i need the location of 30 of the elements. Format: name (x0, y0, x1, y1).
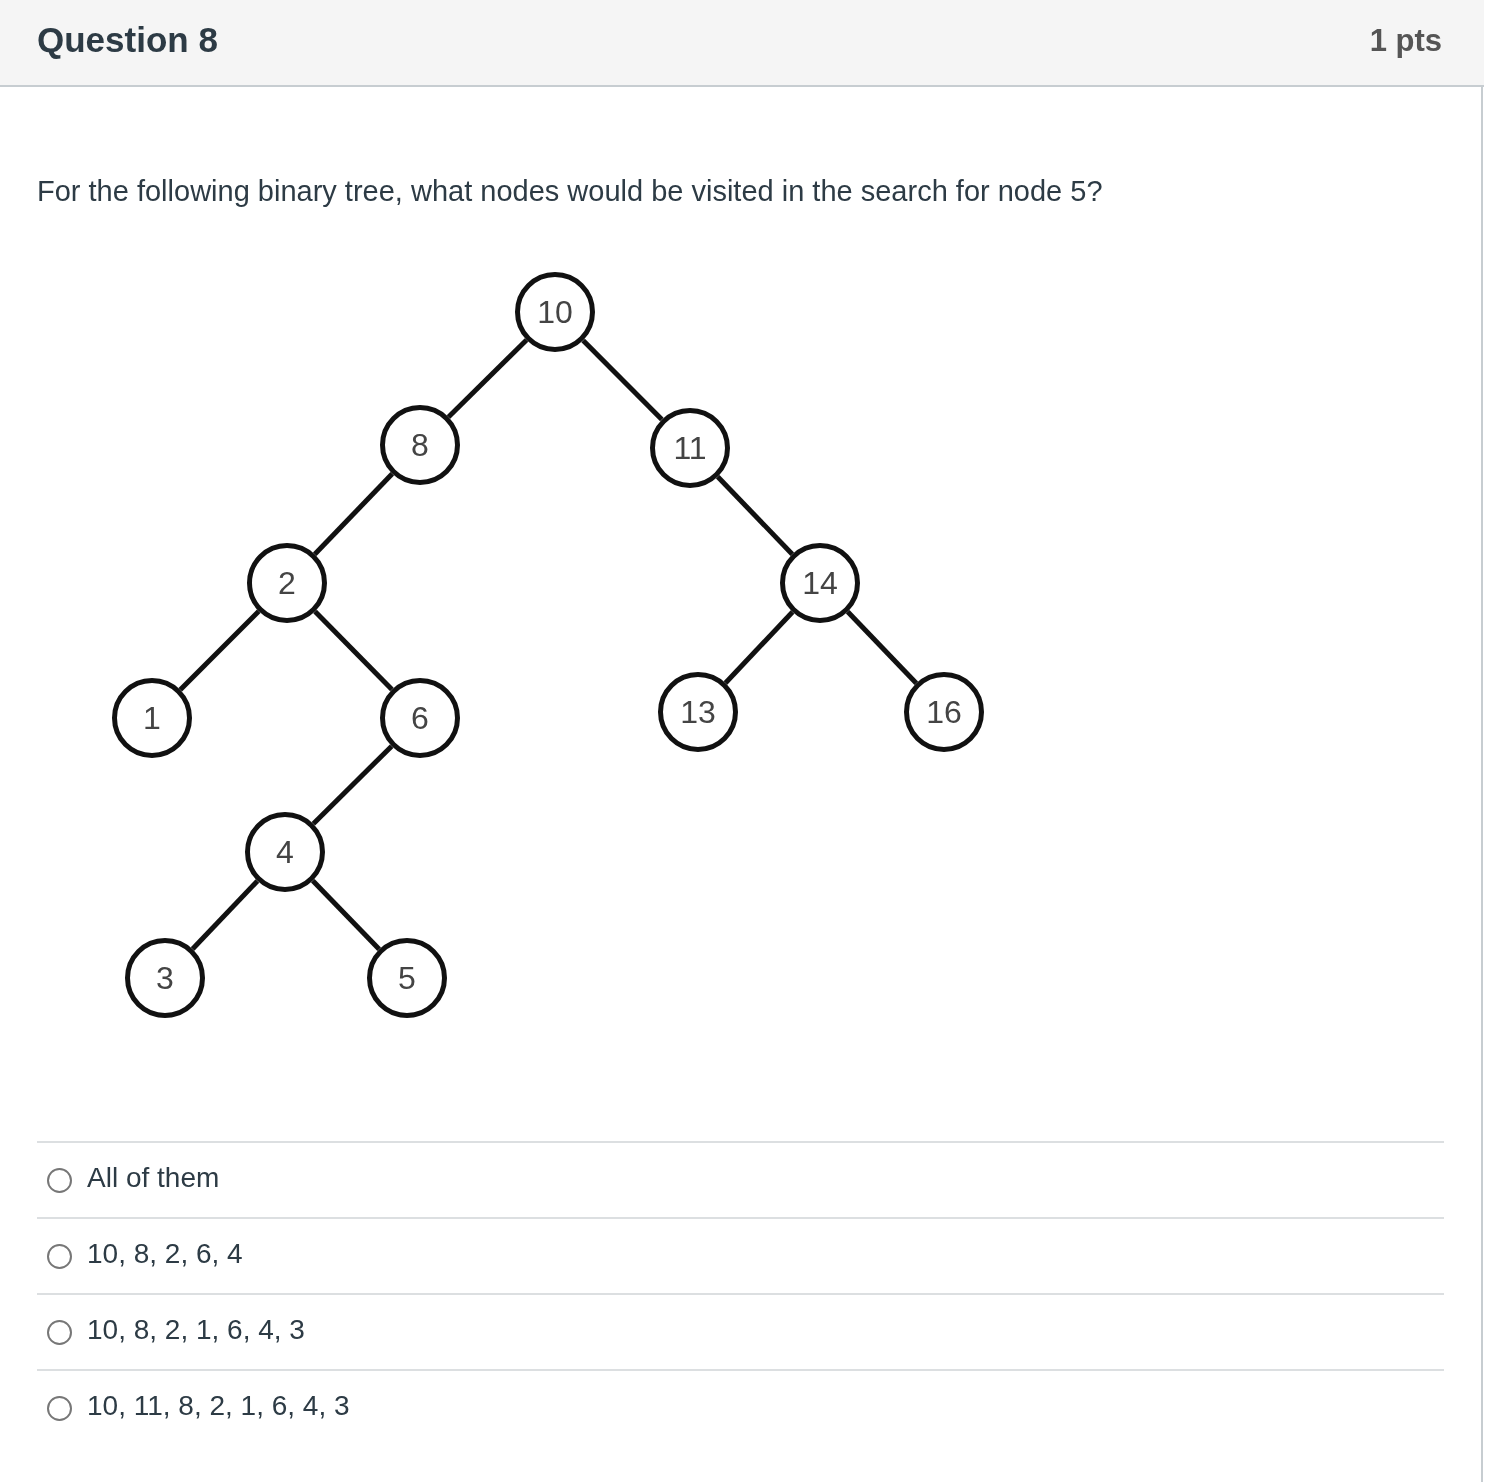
tree-node-circle: 4 (245, 812, 325, 892)
tree-edge-line (845, 610, 919, 685)
points-value: 1 pts (1369, 23, 1442, 59)
tree-edge-line (190, 879, 260, 951)
answer-option-text: 10, 11, 8, 2, 1, 6, 4, 3 (87, 1390, 350, 1422)
question-title: Question 8 (37, 20, 218, 60)
tree-edge-line (715, 475, 795, 556)
tree-node-circle: 13 (658, 672, 738, 752)
tree-edge-line (312, 472, 395, 556)
tree-node-circle: 11 (650, 408, 730, 488)
tree-edge-line (446, 338, 529, 419)
tree-node-circle: 14 (780, 543, 860, 623)
tree-node-circle: 6 (380, 678, 460, 758)
tree-node-circle: 10 (515, 272, 595, 352)
tree-edge-line (311, 744, 394, 826)
tree-edge-line (313, 609, 394, 692)
tree-node-circle: 5 (367, 938, 447, 1018)
answer-option-text: 10, 8, 2, 6, 4 (87, 1238, 243, 1270)
tree-node-circle: 16 (904, 672, 984, 752)
tree-node-circle: 3 (125, 938, 205, 1018)
answer-option-text: 10, 8, 2, 1, 6, 4, 3 (87, 1314, 305, 1346)
tree-edge-line (581, 338, 664, 422)
tree-edge-line (178, 609, 261, 692)
answer-option-text: All of them (87, 1162, 220, 1194)
tree-node-circle: 8 (380, 405, 460, 485)
tree-node-circle: 2 (247, 543, 327, 623)
tree-edge-line (311, 879, 381, 951)
question-text: For the following binary tree, what nodes would be visited in the search for node 5? (37, 175, 1103, 208)
tree-edge-line (723, 610, 795, 685)
tree-node-circle: 1 (112, 678, 192, 758)
